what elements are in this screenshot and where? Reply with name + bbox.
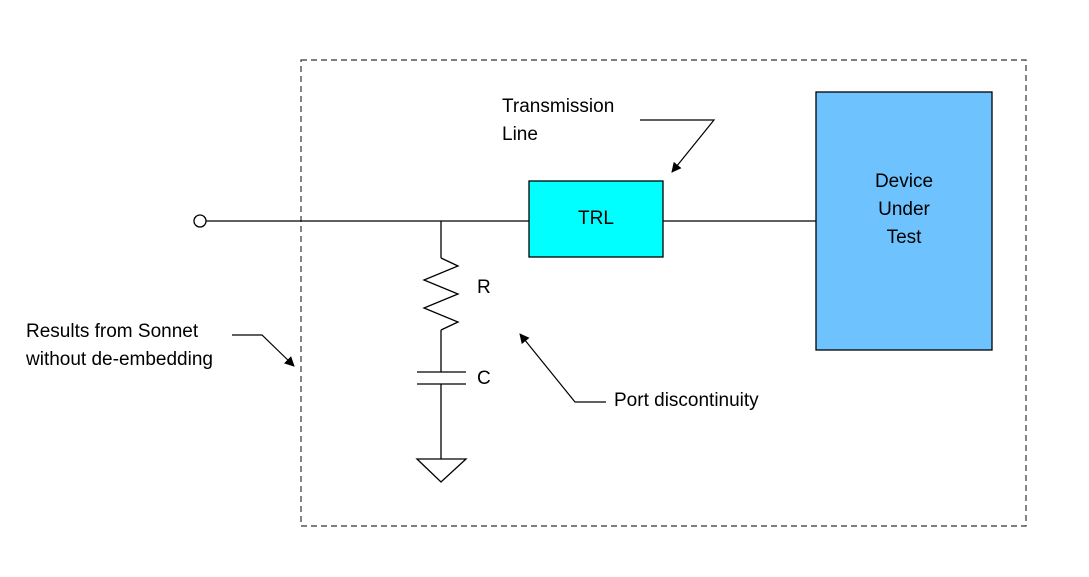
dut-label-line1: Device [874, 171, 934, 192]
port-discontinuity-label: Port discontinuity [614, 390, 759, 411]
de-embedding-boundary [300, 59, 1027, 527]
resistor-label: R [477, 277, 491, 298]
dut-label-line3: Test [886, 227, 922, 248]
input-port-terminal [193, 214, 207, 228]
port-discontinuity-callout-leader [519, 333, 606, 403]
results-label-line2: without de-embedding [26, 349, 213, 370]
results-label-line1: Results from Sonnet [26, 321, 199, 342]
dut-label-line2: Under [878, 199, 930, 220]
ground-symbol [415, 458, 468, 483]
trl-block [528, 180, 664, 258]
transmission-line-label: Transmission Line [502, 93, 614, 149]
resistor-symbol [422, 257, 460, 331]
transmission-line-label-line1: Transmission [502, 96, 615, 117]
results-callout-leader [232, 334, 295, 367]
results-label: Results from Sonnet without de-embedding [26, 318, 213, 374]
device-under-test-block [815, 91, 993, 351]
transmission-line-callout-leader [640, 119, 716, 173]
trl-label: TRL [578, 208, 614, 229]
dut-label: Device Under Test [816, 168, 992, 252]
capacitor-label: C [477, 368, 491, 389]
transmission-line-label-line2: Line [502, 124, 538, 145]
